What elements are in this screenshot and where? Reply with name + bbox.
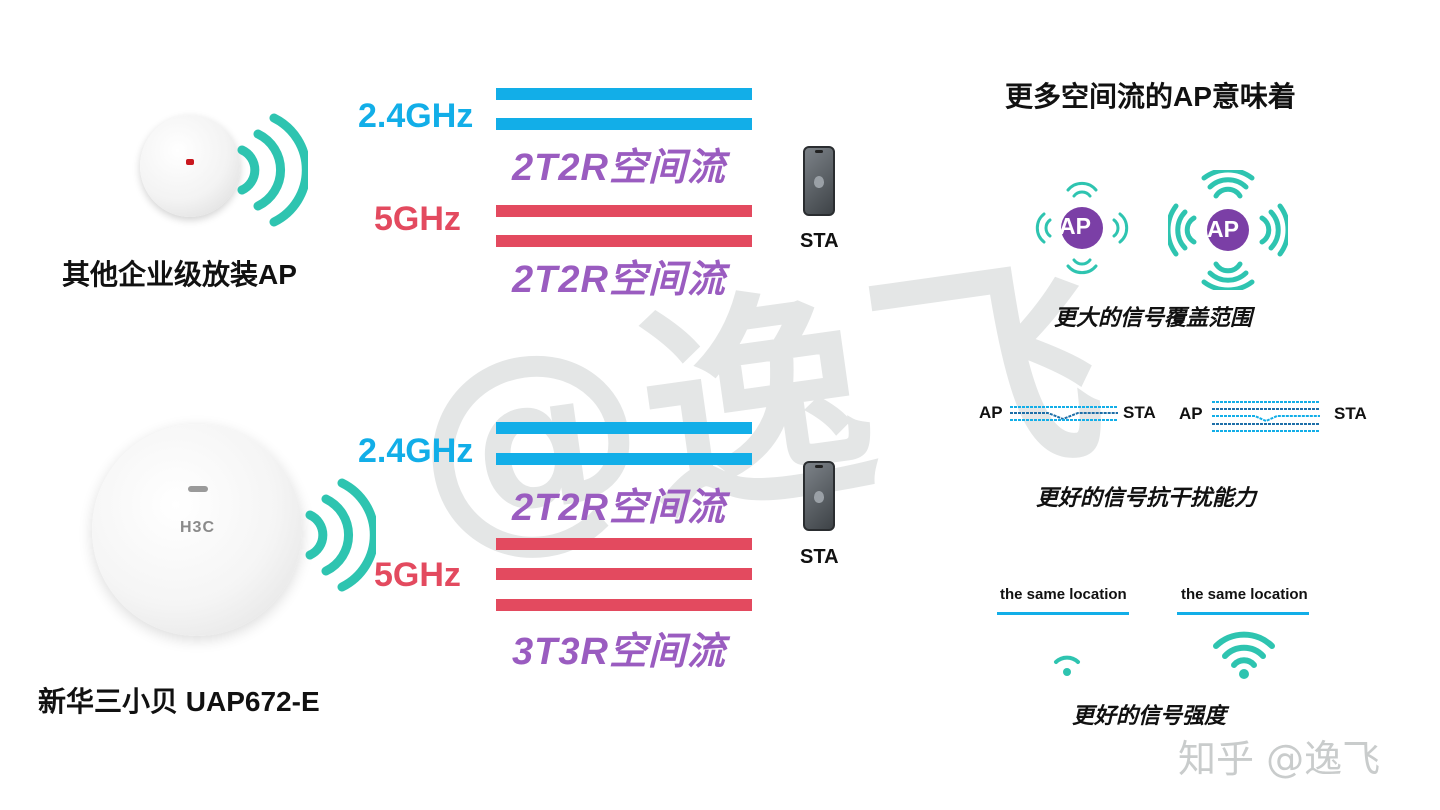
interference-signal-icon (1010, 406, 1118, 421)
coverage-caption: 更大的信号覆盖范围 (1054, 305, 1253, 330)
top-band-24-label: 2.4GHz (358, 97, 474, 135)
ap-badge-small: AP (1059, 213, 1091, 239)
top-band-24-stream: 2T2R空间流 (512, 147, 726, 189)
bottom-band-5-line (496, 568, 752, 580)
bottom-band-5-line (496, 538, 752, 550)
bottom-band-24-stream: 2T2R空间流 (512, 487, 726, 529)
wifi-weak-icon (1054, 655, 1080, 676)
h3c-logo: H3C (180, 519, 216, 536)
strength-caption: 更好的信号强度 (1072, 703, 1227, 728)
interference-ap-label: AP (1179, 404, 1203, 423)
bottom-band-24-line (496, 453, 752, 465)
phone-icon (803, 146, 835, 216)
bottom-band-5-label: 5GHz (374, 556, 461, 594)
interference-sta-label: STA (1123, 403, 1156, 422)
zhihu-brand-mark: 知乎 @逸飞 (1178, 737, 1381, 781)
huawei-logo-icon (186, 159, 194, 165)
top-band-24-line (496, 118, 752, 130)
ap-coverage-large-icon (1168, 170, 1288, 290)
benefits-heading: 更多空间流的AP意味着 (1005, 81, 1296, 112)
signal-waves-icon (237, 113, 308, 227)
wifi-strong-icon (1213, 631, 1275, 679)
led-indicator-icon (188, 486, 208, 492)
top-band-5-label: 5GHz (374, 200, 461, 238)
interference-sta-label: STA (1334, 404, 1367, 423)
top-sta-label: STA (800, 230, 839, 252)
signal-waves-icon (305, 478, 376, 592)
bottom-ap-label: 新华三小贝 UAP672-E (38, 686, 320, 717)
interference-caption: 更好的信号抗干扰能力 (1036, 485, 1257, 510)
location-label: the same location (1181, 586, 1308, 603)
h3c-ap-device: H3C (92, 424, 302, 636)
top-band-24-line (496, 88, 752, 100)
top-band-5-line (496, 205, 752, 217)
phone-icon (803, 461, 835, 531)
bottom-band-5-stream: 3T3R空间流 (512, 631, 726, 673)
huawei-ap-device (140, 115, 240, 217)
ap-badge-large: AP (1207, 216, 1239, 242)
location-line (1177, 612, 1309, 615)
interference-ap-label: AP (979, 403, 1003, 422)
top-ap-label: 其他企业级放装AP (62, 259, 297, 290)
top-band-5-stream: 2T2R空间流 (512, 259, 726, 301)
location-line (997, 612, 1129, 615)
location-label: the same location (1000, 586, 1127, 603)
ap-coverage-small-icon (1035, 181, 1129, 275)
interference-signal-icon (1212, 401, 1320, 432)
bottom-band-24-label: 2.4GHz (358, 432, 474, 470)
bottom-band-24-line (496, 422, 752, 434)
bottom-sta-label: STA (800, 546, 839, 568)
top-band-5-line (496, 235, 752, 247)
bottom-band-5-line (496, 599, 752, 611)
